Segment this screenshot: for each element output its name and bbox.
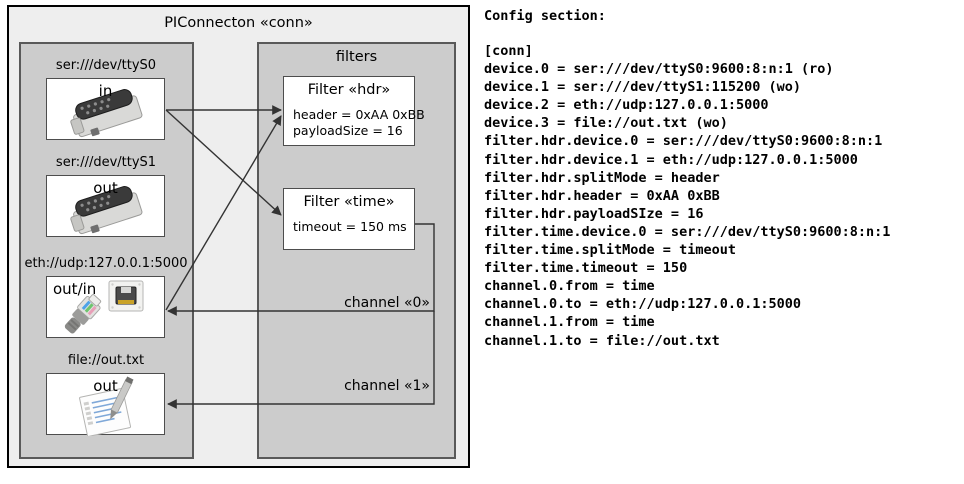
device-label-ttys0: ser:///dev/ttyS0 xyxy=(55,58,157,73)
filter-title-time: Filter «time» xyxy=(303,194,395,210)
device-label-file: file://out.txt xyxy=(67,353,145,368)
device-direction-ttys0: in xyxy=(98,82,113,100)
device-box-file[interactable]: out xyxy=(46,373,165,437)
diagram-title: PIConnecton «conn» xyxy=(164,15,313,31)
device-label-ttys1: ser:///dev/ttyS1 xyxy=(55,155,157,170)
serial-port-db9-icon xyxy=(47,79,164,139)
device-direction-ttys1: out xyxy=(93,179,118,197)
filters-panel-title: filters xyxy=(335,49,378,65)
device-box-eth[interactable]: out/in xyxy=(46,276,165,338)
channel-label-1: channel «1» xyxy=(344,378,430,394)
device-direction-eth: out/in xyxy=(53,280,97,298)
filter-attributes-hdr: header = 0xAA 0xBB payloadSize = 16 xyxy=(293,107,425,138)
device-box-ttys1[interactable]: out xyxy=(46,175,165,237)
filter-box-time[interactable]: Filter «time» timeout = 150 ms xyxy=(283,188,415,250)
filter-attributes-time: timeout = 150 ms xyxy=(293,219,407,234)
serial-port-db9-icon xyxy=(47,176,164,236)
device-label-eth: eth://udp:127.0.0.1:5000 xyxy=(24,256,188,271)
ethernet-rj45-icon xyxy=(47,277,164,337)
device-box-ttys0[interactable]: in xyxy=(46,78,165,140)
connection-diagram: PIConnecton «conn» ser:///dev/ttyS0 in xyxy=(0,0,478,484)
filter-box-hdr[interactable]: Filter «hdr» header = 0xAA 0xBB payloadS… xyxy=(283,76,425,146)
channel-label-0: channel «0» xyxy=(344,295,430,311)
device-direction-file: out xyxy=(93,377,118,395)
config-heading: Config section: xyxy=(484,8,606,24)
config-section: Config section: [conn] device.0 = ser://… xyxy=(481,0,964,484)
config-text: [conn] device.0 = ser:///dev/ttyS0:9600:… xyxy=(484,43,891,349)
filter-title-hdr: Filter «hdr» xyxy=(307,82,391,98)
text-file-icon xyxy=(47,374,164,437)
